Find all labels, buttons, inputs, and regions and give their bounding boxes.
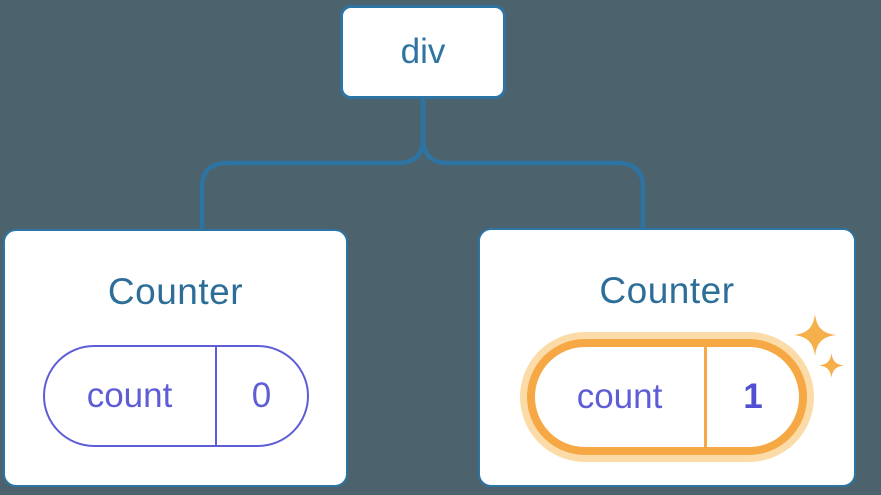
component-title: Counter — [107, 271, 244, 312]
sparkle-icon — [794, 314, 836, 356]
component-title: Counter — [599, 270, 735, 311]
counter-node-right: Counter count 1 — [478, 228, 856, 487]
state-pill-highlighted: count 1 — [527, 339, 807, 455]
root-node-label: div — [400, 32, 446, 71]
state-value: 1 — [743, 377, 763, 416]
counter-node-left: Counter count 0 — [3, 229, 348, 487]
state-pill: count 0 — [42, 345, 309, 447]
state-key-label: count — [535, 347, 707, 447]
state-value: 0 — [251, 376, 272, 415]
state-key-label: count — [45, 347, 217, 445]
root-node-div: div — [340, 5, 506, 99]
sparkle-icon — [819, 353, 844, 378]
